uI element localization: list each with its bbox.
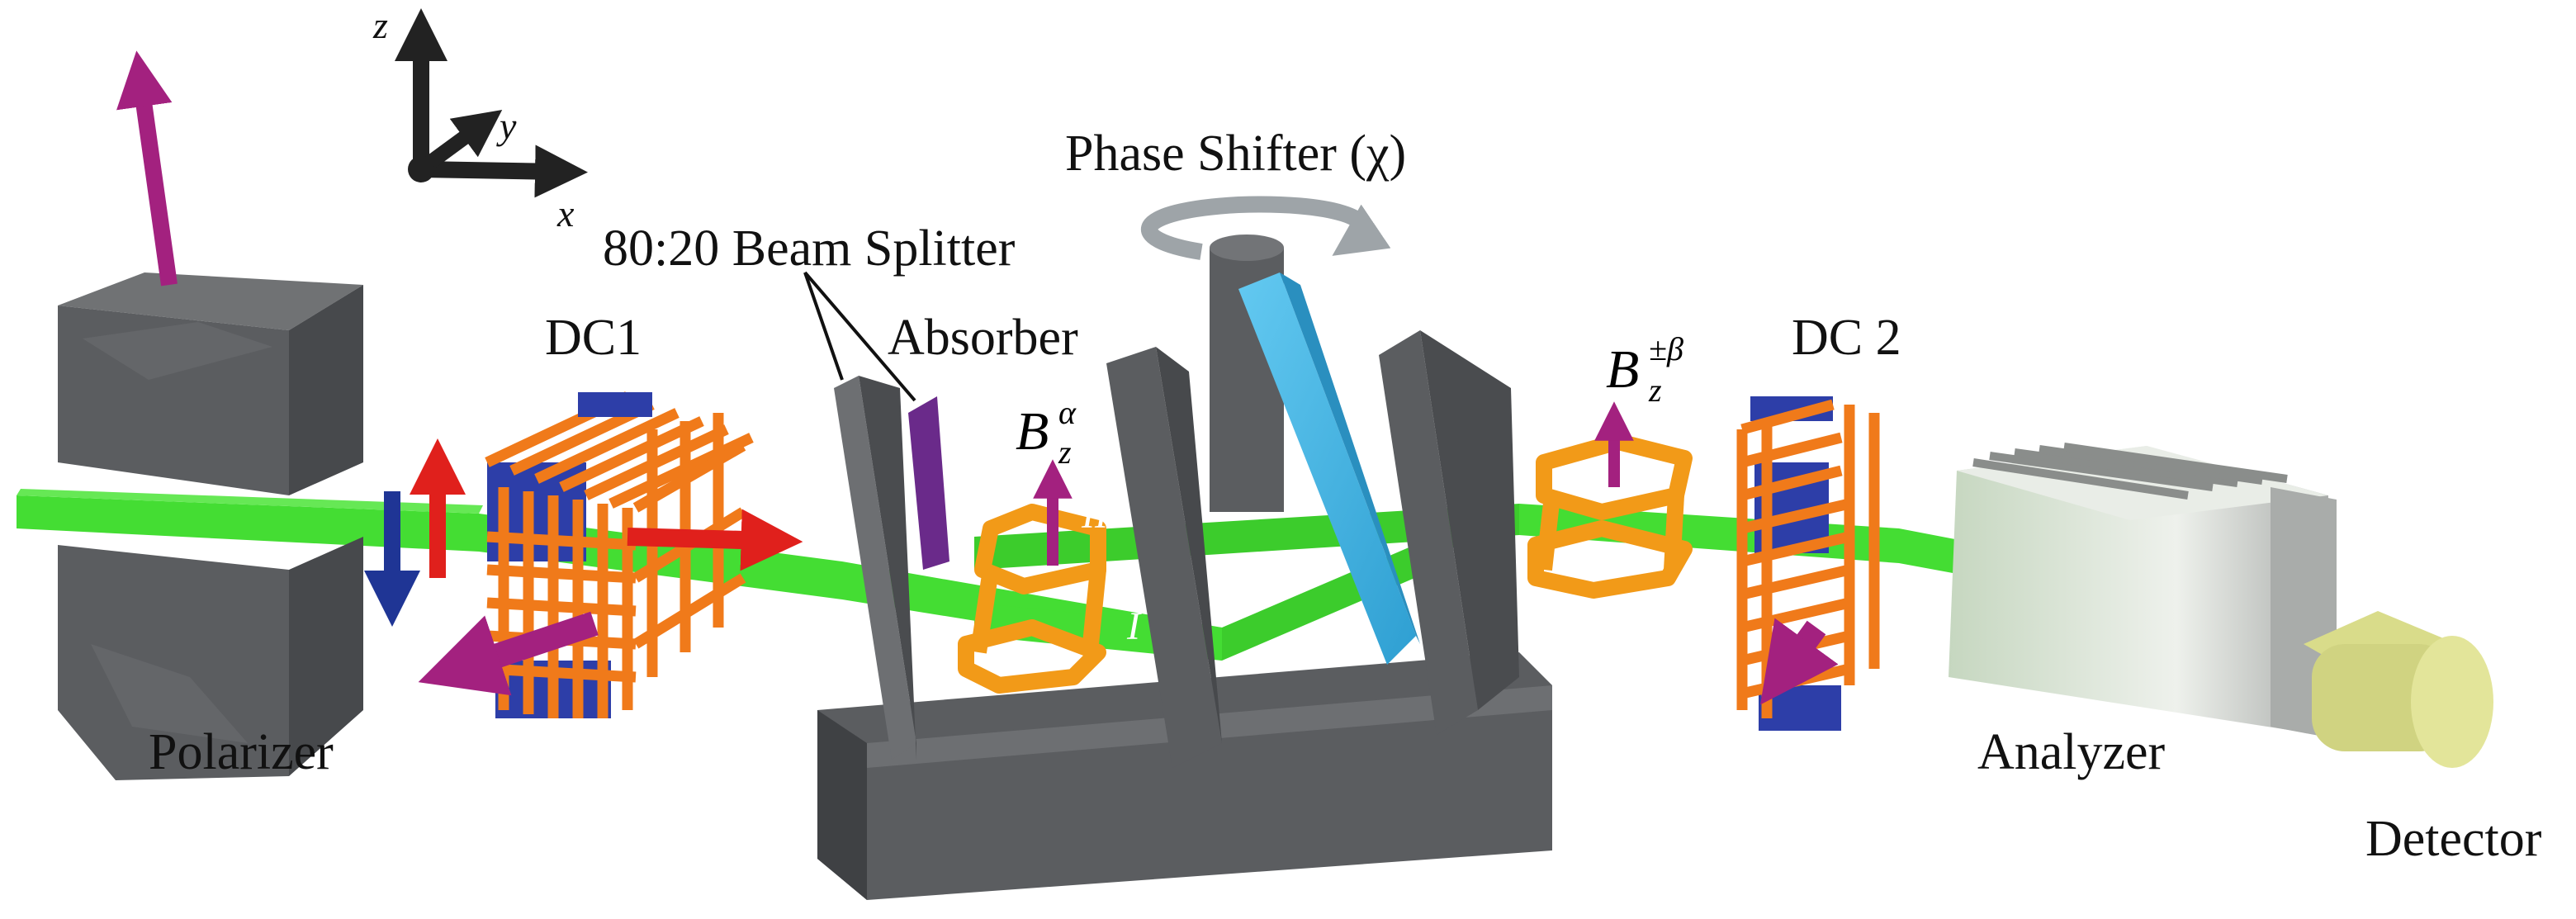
analyzer: [1949, 443, 2337, 739]
beam-splitter-label: 80:20 Beam Splitter: [603, 220, 1016, 277]
detector-label: Detector: [2365, 811, 2542, 867]
field-label-beta: B ±β z: [1606, 333, 1683, 407]
phase-shifter-label: Phase Shifter (χ): [1065, 126, 1407, 182]
phase-shifter: [1210, 234, 1420, 665]
path-label-two: II: [1082, 493, 1108, 537]
dc1-label: DC1: [545, 310, 642, 366]
axis-label-y: y: [500, 105, 517, 147]
absorber-label: Absorber: [888, 310, 1078, 366]
rotation-arrow: [1141, 196, 1391, 260]
field-alpha-sup: α: [1058, 394, 1076, 431]
beam-splitter-leaders: [803, 271, 916, 402]
field-alpha-sub: z: [1058, 433, 1072, 471]
axis-label-x: x: [557, 192, 575, 234]
interferometer-crystal: [817, 330, 1552, 900]
dc2-coil: [1736, 396, 1880, 731]
axis-label-z: z: [373, 4, 388, 46]
polarizer-label: Polarizer: [149, 724, 334, 780]
polarizer: [58, 272, 363, 780]
dc1-coil: [485, 391, 754, 718]
helmholtz-coil-alpha: [958, 504, 1106, 694]
analyzer-label: Analyzer: [1977, 724, 2166, 780]
dc2-label: DC 2: [1792, 310, 1901, 366]
dc1-field-out-arrow: [627, 509, 803, 571]
dc1-spin-arrow: [418, 611, 599, 696]
detector: [2304, 611, 2493, 768]
field-beta-sub: z: [1649, 372, 1662, 409]
polarizer-spin-arrow: [116, 50, 178, 287]
coordinate-axes: [394, 7, 588, 198]
path-label-one: I: [1127, 604, 1140, 648]
field-beta-sup: ±β: [1649, 330, 1683, 367]
field-beta-base: B: [1606, 339, 1640, 400]
field-alpha-base: B: [1016, 401, 1049, 462]
dc2-spin-arrow: [1760, 618, 1839, 705]
field-label-alpha: B α z: [1016, 396, 1076, 469]
absorber: [908, 396, 949, 570]
